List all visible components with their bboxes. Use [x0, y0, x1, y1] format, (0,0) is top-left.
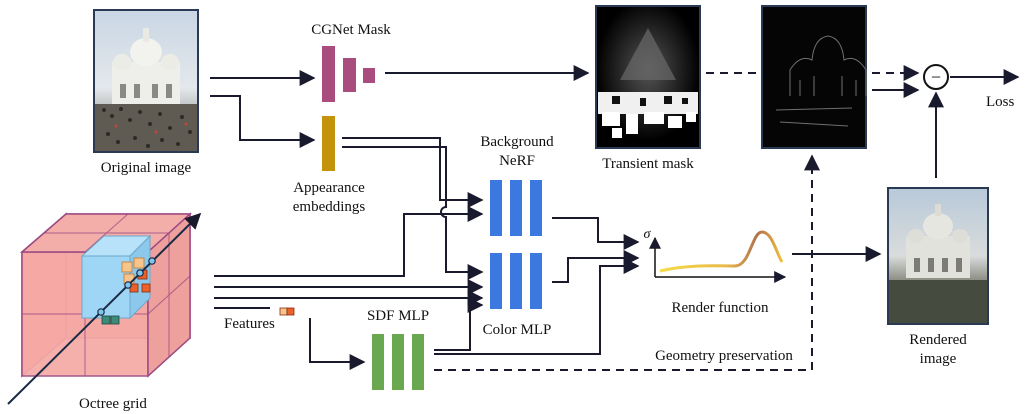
cgnet-mask-block	[322, 46, 375, 102]
octree-grid	[7, 212, 202, 405]
render-function-plot	[649, 230, 787, 283]
subtract-operator	[923, 64, 949, 90]
render-function-label: Render function	[671, 300, 769, 316]
loss-label: Loss	[986, 94, 1015, 110]
dashed-connections	[434, 65, 920, 371]
transient-mask-label: Transient mask	[602, 156, 694, 172]
sdf-mlp-block	[372, 334, 424, 390]
minus-sign: −	[931, 67, 941, 87]
cgnet-mask-label: CGNet Mask	[311, 22, 391, 38]
sdf-mlp-label: SDF MLP	[367, 308, 429, 324]
background-nerf-label-line1: Background	[480, 134, 554, 150]
appearance-label-line2: embeddings	[293, 199, 366, 215]
geometry-preservation-label: Geometry preservation	[655, 348, 793, 364]
appearance-label-line1: Appearance	[293, 180, 365, 196]
connection-arrows	[210, 65, 1020, 370]
features-icon	[279, 307, 295, 316]
rendered-image-label-line2: image	[920, 351, 957, 367]
rendered-image-label-line1: Rendered	[909, 332, 967, 348]
background-nerf-block	[490, 180, 542, 236]
background-nerf-label-line2: NeRF	[499, 153, 535, 169]
octree-grid-label: Octree grid	[79, 396, 147, 412]
color-mlp-label: Color MLP	[483, 322, 552, 338]
original-image	[93, 9, 199, 153]
sigma-label: σ	[644, 227, 652, 242]
color-mlp-block	[490, 253, 542, 309]
features-label: Features	[224, 316, 275, 332]
appearance-embedding-block	[322, 116, 335, 171]
original-image-label: Original image	[101, 160, 192, 176]
transient-mask-image	[595, 5, 701, 149]
difference-image	[761, 5, 867, 149]
rendered-image	[887, 187, 989, 325]
